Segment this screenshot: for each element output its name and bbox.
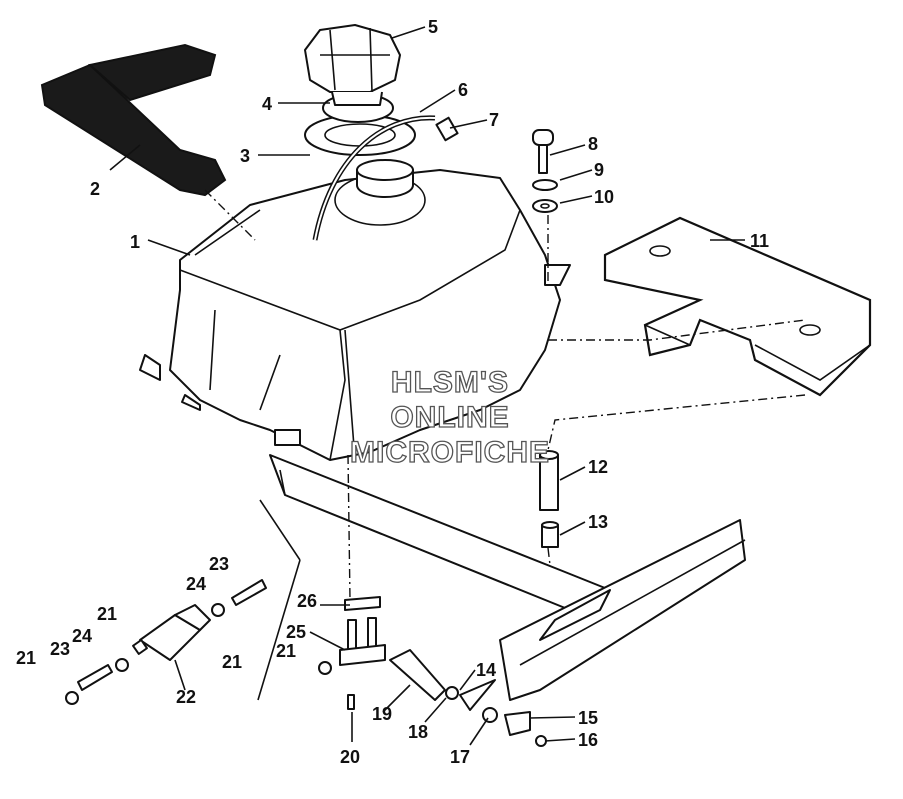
seat-support-block — [603, 216, 872, 397]
callout-1: 1 — [130, 232, 140, 252]
callout-21-d: 21 — [276, 641, 296, 661]
frame-rail — [269, 454, 746, 701]
callout-24-a: 24 — [72, 626, 92, 646]
tank-spacer — [539, 450, 559, 548]
fuel-line-bolt-hardware — [389, 649, 547, 747]
callout-5: 5 — [428, 17, 438, 37]
callout-2: 2 — [90, 179, 100, 199]
callout-12: 12 — [588, 457, 608, 477]
mount-bolt-washers — [532, 129, 558, 213]
callout-23-b: 23 — [209, 554, 229, 574]
callout-24-b: 24 — [186, 574, 206, 594]
vent-fitting — [435, 116, 459, 142]
callout-14: 14 — [476, 660, 496, 680]
callout-20: 20 — [340, 747, 360, 767]
watermark: HLSM'S ONLINE MICROFICHE — [349, 365, 550, 469]
callout-leaders — [109, 26, 745, 746]
watermark-line-1: HLSM'S — [391, 366, 509, 399]
fuel-tank — [139, 169, 571, 461]
callout-6: 6 — [458, 80, 468, 100]
seat-foam-pad — [40, 43, 227, 197]
callout-11: 11 — [750, 231, 769, 251]
watermark-line-2: ONLINE — [390, 401, 509, 434]
alignment-lines — [204, 189, 806, 701]
callout-21-b: 21 — [97, 604, 117, 624]
fuel-hoses-clamps — [65, 579, 332, 705]
callout-22: 22 — [176, 687, 196, 707]
callout-21-c: 21 — [222, 652, 242, 672]
callout-numbers: 1 2 3 4 5 6 7 8 9 10 11 12 13 14 15 16 1… — [16, 17, 769, 767]
callout-19: 19 — [372, 704, 392, 724]
callout-23-a: 23 — [50, 639, 70, 659]
callout-10: 10 — [594, 187, 614, 207]
callout-21-a: 21 — [16, 648, 36, 668]
callout-15: 15 — [578, 708, 598, 728]
filler-neck — [356, 159, 414, 198]
vent-hose — [312, 115, 436, 241]
callout-26: 26 — [297, 591, 317, 611]
gas-cap — [304, 24, 401, 123]
watermark-line-3: MICROFICHE — [350, 436, 550, 469]
callout-3: 3 — [240, 146, 250, 166]
fuel-filter — [132, 604, 211, 661]
callout-7: 7 — [489, 110, 499, 130]
callout-25: 25 — [286, 622, 306, 642]
callout-18: 18 — [408, 722, 428, 742]
fuel-valve — [339, 596, 386, 710]
callout-8: 8 — [588, 134, 598, 154]
callout-9: 9 — [594, 160, 604, 180]
callout-4: 4 — [262, 94, 272, 114]
callout-16: 16 — [578, 730, 598, 750]
callout-17: 17 — [450, 747, 470, 767]
callout-13: 13 — [588, 512, 608, 532]
